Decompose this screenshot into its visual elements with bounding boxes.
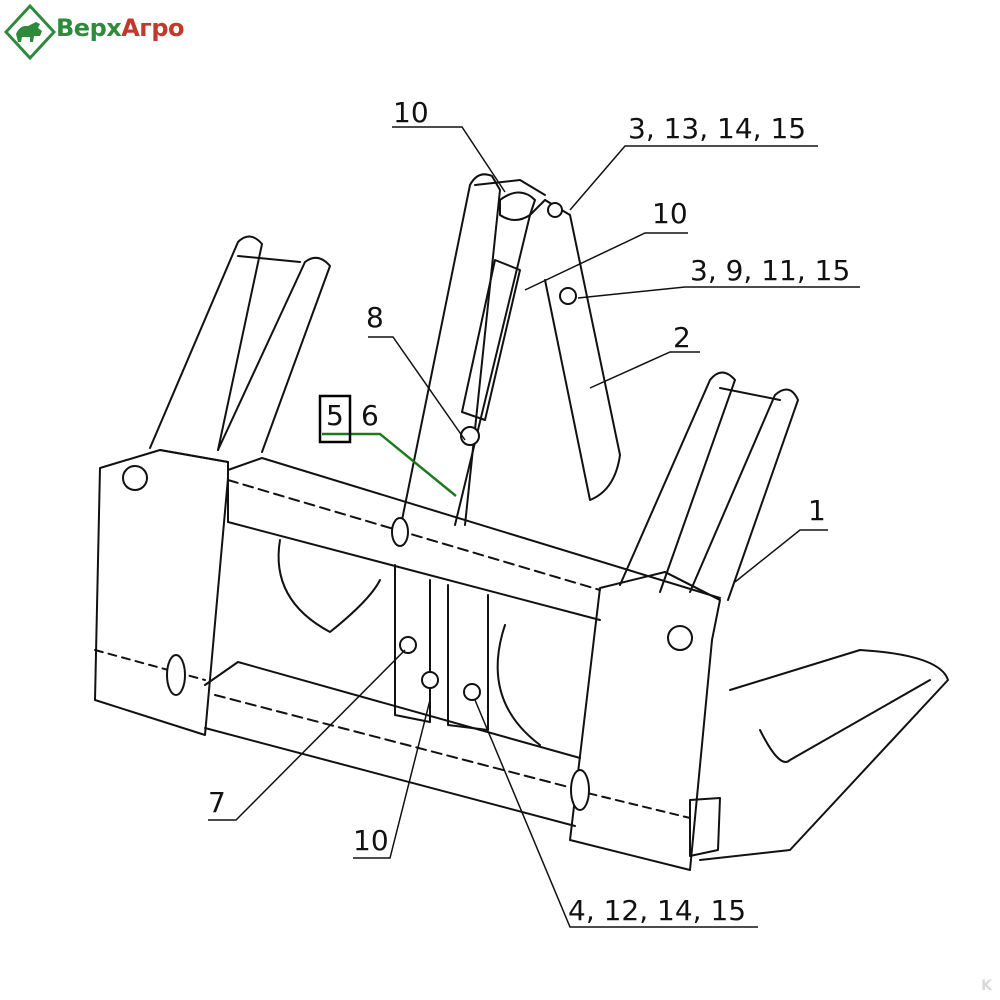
leader-3-9 [577,286,860,299]
callout-10-bottom: 10 [353,824,389,857]
callout-4-12-14-15: 4, 12, 14, 15 [568,894,746,927]
callout-2: 2 [673,321,691,354]
pins-and-hardware [122,202,693,811]
brand-name-part1: Верх [56,14,122,42]
pin-4 [463,683,481,701]
frame-outline [94,173,949,871]
brand-logo: ВерхАгро [3,3,185,62]
pin-3-9 [559,287,577,305]
pin-lower-left [166,654,186,696]
callout-5-highlight-box [318,394,352,444]
leader-1 [734,529,828,583]
eye-top-crossbeam [391,517,409,547]
leader-mid-10 [524,232,688,291]
watermark: K [981,978,992,994]
brand-logo-icon [3,3,57,61]
leader-bottom-10 [353,699,431,859]
callout-3-13-14-15: 3, 13, 14, 15 [628,112,806,145]
leader-3-13 [569,145,818,211]
callout-10-top: 10 [393,96,429,129]
callout-1: 1 [808,494,826,527]
callout-3-9-11-15: 3, 9, 11, 15 [690,254,850,287]
brand-name-part2: Агро [121,14,185,42]
pin-10-bottom [421,671,439,689]
leader-7 [208,649,406,821]
callout-5: 5 [326,399,344,432]
pin-upper-right [667,625,693,651]
pin-mast-middle [460,426,480,446]
leader-4-12 [474,699,758,928]
brand-name: ВерхАгро [56,14,185,42]
leader-lines [208,126,860,928]
leader-8 [368,336,466,441]
callout-8: 8 [366,301,384,334]
leader-2 [589,351,700,389]
callout-6: 6 [361,399,379,432]
pin-lower-right [570,769,590,811]
pin-upper-left [122,465,148,491]
pin-7 [399,636,417,654]
leader-top-left-10 [392,126,506,193]
pin-3-13 [547,202,563,218]
callout-10-middle: 10 [652,197,688,230]
leader-5-6-highlight [322,432,457,497]
callout-7: 7 [208,786,226,819]
